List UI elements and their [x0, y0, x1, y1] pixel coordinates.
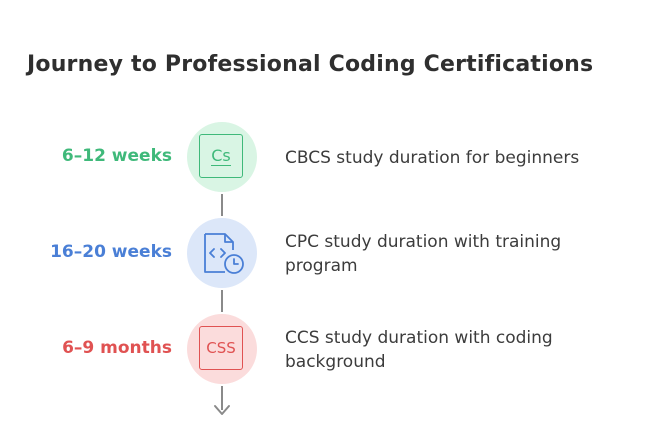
connector-line-3	[221, 386, 223, 410]
step-1-circle: Cs	[187, 122, 257, 192]
duration-label-step-1: 6–12 weeks	[61, 146, 172, 166]
step-3-circle: CSS	[187, 314, 257, 384]
connector-line-2	[221, 290, 223, 312]
code-file-clock-icon	[204, 233, 244, 274]
css-icon-label: CSS	[206, 339, 236, 357]
css-code-icon: CSS	[199, 326, 243, 370]
duration-label-step-2: 16–20 weeks	[50, 242, 172, 262]
step-3-description: CCS study duration with coding backgroun…	[285, 328, 553, 372]
step-2-circle	[187, 218, 257, 288]
connector-line-1	[221, 194, 223, 216]
step-2-description: CPC study duration with training program	[285, 232, 562, 276]
duration-label-step-3: 6–9 months	[62, 338, 172, 358]
cs-code-icon: Cs	[199, 134, 243, 178]
step-1-description: CBCS study duration for beginners	[285, 148, 580, 168]
cs-icon-label: Cs	[211, 145, 231, 166]
page-title: Journey to Professional Coding Certifica…	[27, 52, 594, 77]
arrow-down-icon	[214, 405, 230, 415]
